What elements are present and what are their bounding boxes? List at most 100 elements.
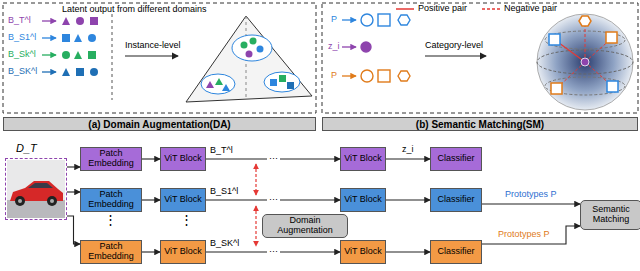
flow-arrow bbox=[67, 166, 80, 167]
latent-plane-part bbox=[222, 84, 230, 91]
annotation-label: B_T^l bbox=[210, 146, 233, 156]
annotation-label: ⋮ bbox=[104, 213, 117, 227]
annotation-label: ⋮ bbox=[180, 213, 193, 227]
separator bbox=[112, 14, 113, 100]
input-image: D_T bbox=[5, 158, 67, 220]
matching-box: Semantic Matching bbox=[580, 200, 640, 230]
flow-arrow bbox=[142, 199, 160, 200]
latent-plane-part bbox=[232, 35, 272, 61]
patch-embedding: Patch Embedding bbox=[80, 147, 142, 171]
vit-block: ViT Block bbox=[340, 188, 386, 212]
latent-plane-part bbox=[270, 79, 277, 86]
vit-block: ViT Block bbox=[340, 147, 386, 171]
vit-block: ViT Block bbox=[160, 147, 206, 171]
prototype-shapes-part bbox=[398, 15, 410, 25]
box-label: ViT Block bbox=[164, 195, 202, 205]
prototype-shapes-part bbox=[361, 14, 373, 26]
latent-plane-part bbox=[215, 78, 223, 85]
feature-shapes-part bbox=[76, 68, 84, 76]
car-photo-part bbox=[18, 199, 22, 203]
augmentation-arrows bbox=[256, 164, 257, 246]
prototype-shapes-part bbox=[361, 42, 371, 52]
flow-arrow bbox=[142, 158, 160, 159]
edge-label: ··· bbox=[267, 195, 280, 205]
latent-plane-part bbox=[186, 16, 312, 102]
car-photo-part bbox=[7, 160, 65, 218]
feature-shapes-part bbox=[76, 17, 84, 25]
annotation-label: B_SK^l bbox=[210, 239, 239, 249]
flow-arrow bbox=[67, 216, 80, 244]
car-photo-part bbox=[50, 199, 54, 203]
box-label: Patch Embedding bbox=[81, 149, 141, 169]
latent-plane bbox=[186, 16, 312, 102]
legend-item: Positive pair bbox=[395, 4, 467, 14]
classifier: Classifier bbox=[430, 147, 482, 171]
flow-arrow bbox=[482, 203, 580, 204]
legend-line-sample bbox=[482, 8, 500, 10]
flow-arrow bbox=[386, 158, 430, 159]
legend-line-sample bbox=[396, 8, 414, 10]
vit-block: ViT Block bbox=[340, 240, 386, 264]
edge-label: ··· bbox=[267, 154, 280, 164]
section-bar: (b) Semantic Matching(SM) bbox=[322, 117, 638, 131]
box-label: Semantic Matching bbox=[581, 205, 640, 225]
latent-plane-part bbox=[241, 42, 248, 49]
annotation-label: B_Sk^l bbox=[8, 50, 36, 60]
latent-plane-part bbox=[287, 82, 294, 89]
car-photo bbox=[7, 160, 65, 218]
feature-shapes-part bbox=[90, 17, 98, 25]
box-label: (a) Domain Augmentation(DA) bbox=[88, 119, 230, 130]
image-heading: D_T bbox=[16, 142, 37, 154]
legend-text: Negative pair bbox=[504, 4, 557, 14]
hypersphere bbox=[537, 14, 633, 110]
feature-shapes bbox=[62, 17, 98, 76]
car-photo-part bbox=[15, 196, 25, 206]
edge-label: Prototypes P bbox=[498, 230, 550, 240]
legend: Positive pair Negative pair bbox=[395, 4, 557, 14]
annotation-label: B_S1^l bbox=[8, 33, 36, 43]
car-photo-part bbox=[47, 196, 57, 206]
feature-shapes-part bbox=[90, 68, 98, 76]
feature-shapes-part bbox=[88, 51, 96, 59]
feature-shapes-part bbox=[88, 34, 96, 42]
domain-arrows-part bbox=[42, 71, 56, 72]
domain-arrows-part bbox=[42, 20, 56, 21]
annotation-label: Instance-level bbox=[125, 41, 181, 51]
classifier: Classifier bbox=[430, 240, 482, 264]
latent-plane-part bbox=[201, 74, 235, 94]
patch-embedding: Patch Embedding bbox=[80, 240, 142, 264]
flow-arrow bbox=[386, 199, 430, 200]
annotation-label: Category-level bbox=[425, 41, 483, 51]
latent-plane-part bbox=[250, 38, 257, 45]
edge-label: ··· bbox=[267, 247, 280, 257]
domain-arrows bbox=[42, 21, 56, 72]
hypersphere-part bbox=[545, 77, 625, 95]
hypersphere-part bbox=[579, 16, 591, 26]
box-label: ViT Block bbox=[344, 195, 382, 205]
box-label: (b) Semantic Matching(SM) bbox=[416, 119, 544, 130]
box-label: Classifier bbox=[437, 247, 474, 257]
box-label: Patch Embedding bbox=[81, 242, 141, 262]
legend-text: Positive pair bbox=[418, 4, 467, 14]
prototype-shapes-part bbox=[361, 70, 373, 82]
prototype-shapes-part bbox=[378, 70, 390, 82]
box-label: ViT Block bbox=[344, 154, 382, 164]
annotation-label: Latent output from different domains bbox=[62, 5, 206, 15]
panel-border bbox=[322, 3, 638, 113]
legend-item: Negative pair bbox=[481, 4, 557, 14]
edge-label: Prototypes P bbox=[505, 190, 557, 200]
hypersphere-part bbox=[606, 32, 617, 43]
annotation-label: B_T^l bbox=[8, 16, 31, 26]
hypersphere-part bbox=[537, 50, 633, 74]
feature-shapes-part bbox=[62, 17, 70, 25]
prototype-arrows bbox=[342, 20, 356, 76]
hypersphere-part bbox=[607, 81, 618, 92]
box-label: Domain Augmentation bbox=[263, 216, 347, 236]
augmentation-arrows-part bbox=[255, 164, 256, 195]
prototype-shapes-part bbox=[378, 14, 390, 26]
feature-shapes-part bbox=[74, 51, 82, 59]
vit-block: ViT Block bbox=[160, 240, 206, 264]
patch-embedding: Patch Embedding bbox=[80, 188, 142, 212]
